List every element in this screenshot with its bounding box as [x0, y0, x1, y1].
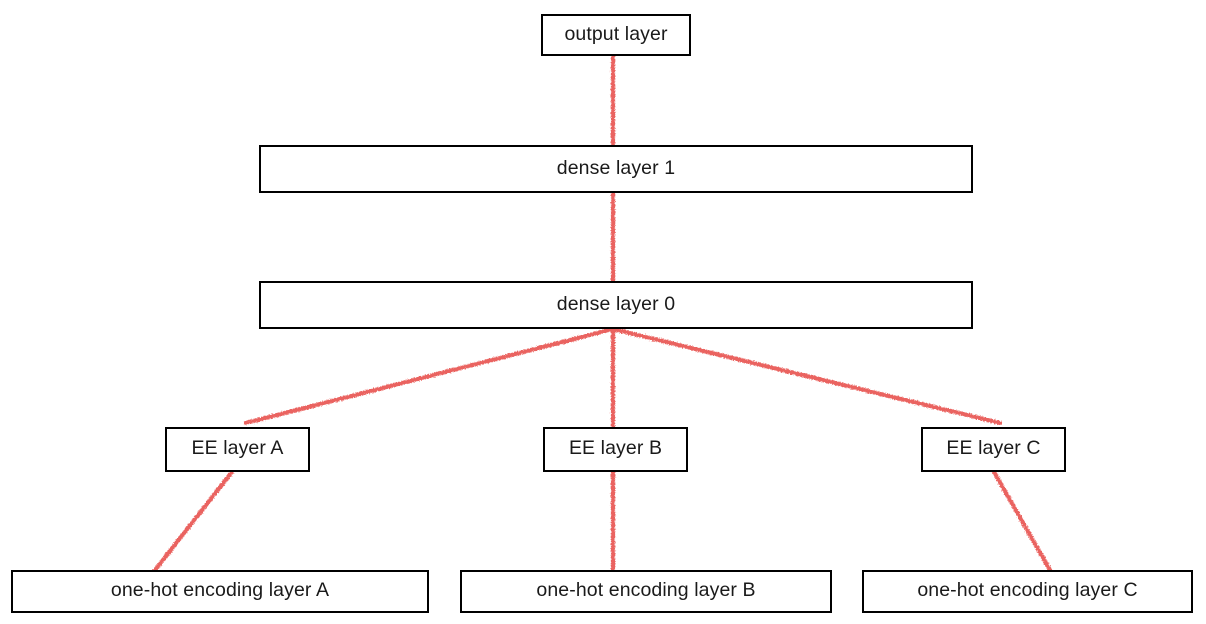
node-one-hot-encoding-layer-a[interactable]: one-hot encoding layer A: [11, 570, 429, 613]
node-one-hot-encoding-layer-c-label: one-hot encoding layer C: [917, 579, 1138, 602]
node-one-hot-encoding-layer-a-label: one-hot encoding layer A: [110, 579, 330, 602]
node-dense-layer-0[interactable]: dense layer 0: [259, 281, 973, 329]
node-one-hot-encoding-layer-b[interactable]: one-hot encoding layer B: [460, 570, 832, 613]
node-one-hot-encoding-layer-c[interactable]: one-hot encoding layer C: [862, 570, 1193, 613]
node-ee-layer-a[interactable]: EE layer A: [165, 427, 310, 472]
edge-ee-a-to-onehot-a: [152, 469, 235, 573]
node-ee-layer-b[interactable]: EE layer B: [543, 427, 688, 472]
edge-ee-c-to-onehot-c: [991, 469, 1053, 573]
node-dense-layer-1-label: dense layer 1: [556, 156, 676, 179]
node-ee-layer-c-label: EE layer C: [946, 437, 1041, 460]
node-ee-layer-a-label: EE layer A: [191, 437, 284, 460]
node-output-layer-label: output layer: [564, 22, 668, 45]
node-ee-layer-c[interactable]: EE layer C: [921, 427, 1066, 472]
node-output-layer[interactable]: output layer: [541, 14, 691, 56]
node-dense-layer-1[interactable]: dense layer 1: [259, 145, 973, 193]
edge-dense0-to-ee-c: [610, 326, 1003, 426]
node-one-hot-encoding-layer-b-label: one-hot encoding layer B: [536, 579, 756, 602]
node-dense-layer-0-label: dense layer 0: [556, 292, 676, 315]
node-ee-layer-b-label: EE layer B: [568, 437, 663, 460]
edge-dense0-to-ee-a: [243, 326, 616, 426]
